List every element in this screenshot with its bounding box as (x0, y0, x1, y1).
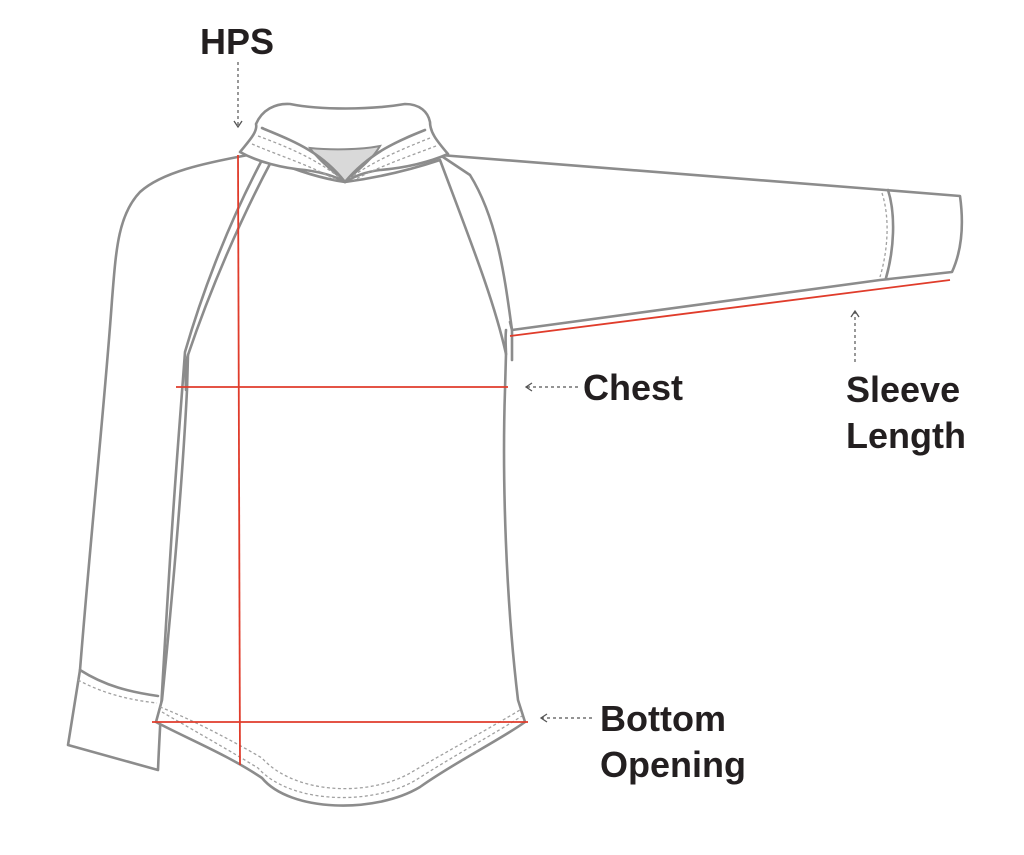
sleeve-length-label-line1: Sleeve (846, 369, 961, 410)
right-sleeve (438, 153, 964, 332)
chest-label: Chest (583, 367, 684, 408)
bottom-opening-label-line1: Bottom (600, 698, 726, 739)
hps-label: HPS (200, 21, 275, 62)
sleeve-length-label-line2: Length (846, 415, 966, 456)
hood-collar (238, 102, 450, 184)
hps-length-line (237, 154, 241, 766)
pointer-arrows (233, 62, 860, 723)
measurement-lines (152, 154, 951, 766)
hps-pointer-arrow (233, 62, 243, 129)
bottom-opening-label-line2: Opening (600, 744, 746, 785)
hoodie-body (154, 158, 527, 807)
chest-pointer-arrow (524, 382, 578, 392)
left-sleeve (66, 153, 264, 772)
sleeve-pointer-arrow (850, 309, 860, 362)
bottom-pointer-arrow (539, 713, 592, 723)
sleeve-length-line (509, 279, 951, 337)
